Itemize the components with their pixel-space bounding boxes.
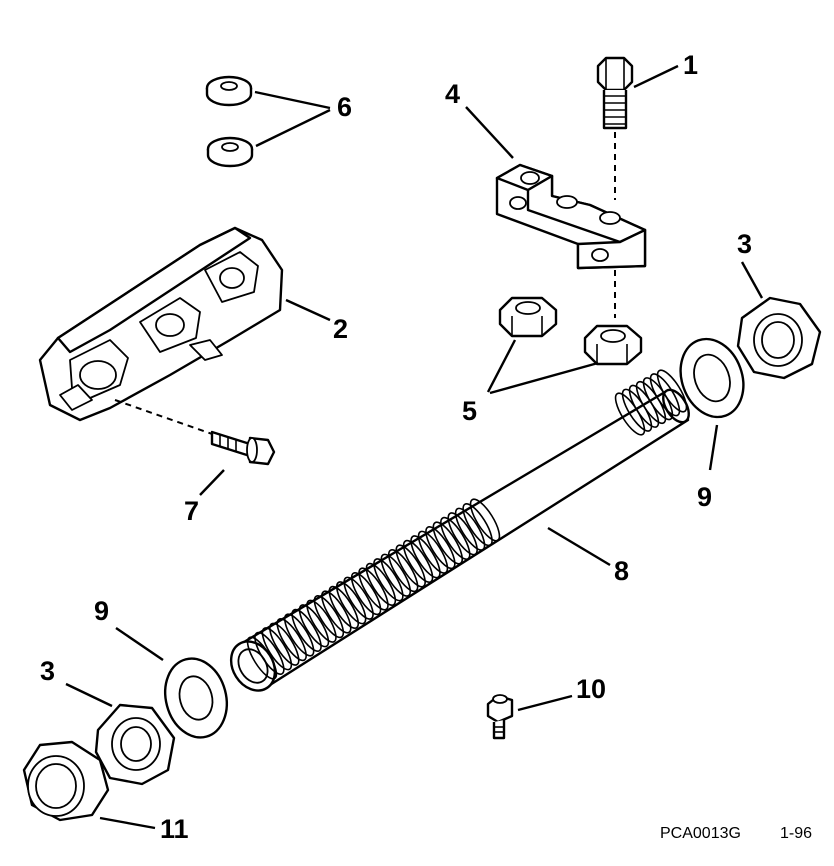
thread-ring	[432, 521, 464, 565]
thread-ring	[283, 613, 315, 657]
callout-10: 10	[576, 674, 606, 704]
thread-ring	[410, 535, 441, 579]
figure-date: 1-96	[780, 825, 812, 842]
thread-ring	[246, 636, 278, 680]
thread-ring	[350, 572, 382, 616]
washer-part-9-upper	[679, 337, 745, 419]
thread-ring	[321, 590, 352, 634]
thread-ring	[335, 581, 367, 625]
callout-2: 2	[333, 314, 348, 344]
thread-ring	[454, 507, 486, 551]
callout-9-upper: 9	[697, 482, 712, 512]
callout-3-lower: 3	[40, 656, 55, 686]
figure-code: PCA0013G	[660, 825, 741, 842]
callout-7: 7	[184, 496, 199, 526]
bracket-part-4	[495, 163, 647, 270]
thread-ring	[402, 539, 434, 583]
thread-ring	[469, 498, 501, 542]
callout-9-lower: 9	[94, 596, 109, 626]
thread-ring	[328, 585, 360, 629]
thread-ring	[298, 604, 330, 648]
callout-5: 5	[462, 396, 477, 426]
callout-4: 4	[445, 79, 460, 109]
washer-part-9-lower	[164, 657, 228, 739]
thread-ring	[358, 567, 389, 611]
bolt-part-1	[596, 56, 634, 130]
nut-part-3-lower	[94, 703, 176, 786]
washer-part-6-upper	[205, 75, 253, 107]
thread-ring	[417, 530, 449, 574]
thread-ring	[440, 516, 471, 560]
thread-ring	[447, 512, 478, 556]
screw-part-7	[210, 430, 276, 466]
thread-ring	[656, 369, 688, 413]
washer-part-6-lower	[206, 136, 254, 168]
cap-nut-part-11	[22, 740, 110, 822]
callout-1: 1	[683, 50, 698, 80]
thread-ring	[387, 549, 419, 593]
nut-part-5-right	[583, 324, 643, 366]
thread-ring	[365, 562, 397, 606]
callout-3-upper: 3	[737, 229, 752, 259]
thread-ring	[380, 553, 412, 597]
thread-ring	[313, 595, 345, 639]
thread-ring	[306, 599, 337, 643]
fitting-part-10	[486, 694, 514, 740]
thread-ring	[649, 373, 681, 417]
tube-part-8	[229, 369, 690, 692]
thread-ring	[291, 608, 322, 652]
nut-part-5-left	[498, 296, 558, 338]
thread-ring	[373, 558, 404, 602]
thread-ring	[395, 544, 426, 588]
nut-part-3-upper	[736, 296, 822, 380]
thread-ring	[276, 618, 307, 662]
thread-ring	[462, 503, 493, 547]
leader-lines	[65, 64, 764, 830]
thread-ring	[425, 526, 456, 570]
thread-ring	[254, 631, 285, 675]
callout-6: 6	[337, 92, 352, 122]
thread-ring	[269, 622, 300, 666]
callout-11: 11	[160, 814, 189, 844]
housing-part-2	[38, 226, 284, 422]
thread-ring	[261, 627, 293, 671]
assembly-line-screw	[114, 399, 216, 436]
callout-8: 8	[614, 556, 629, 586]
thread-ring	[343, 576, 374, 620]
